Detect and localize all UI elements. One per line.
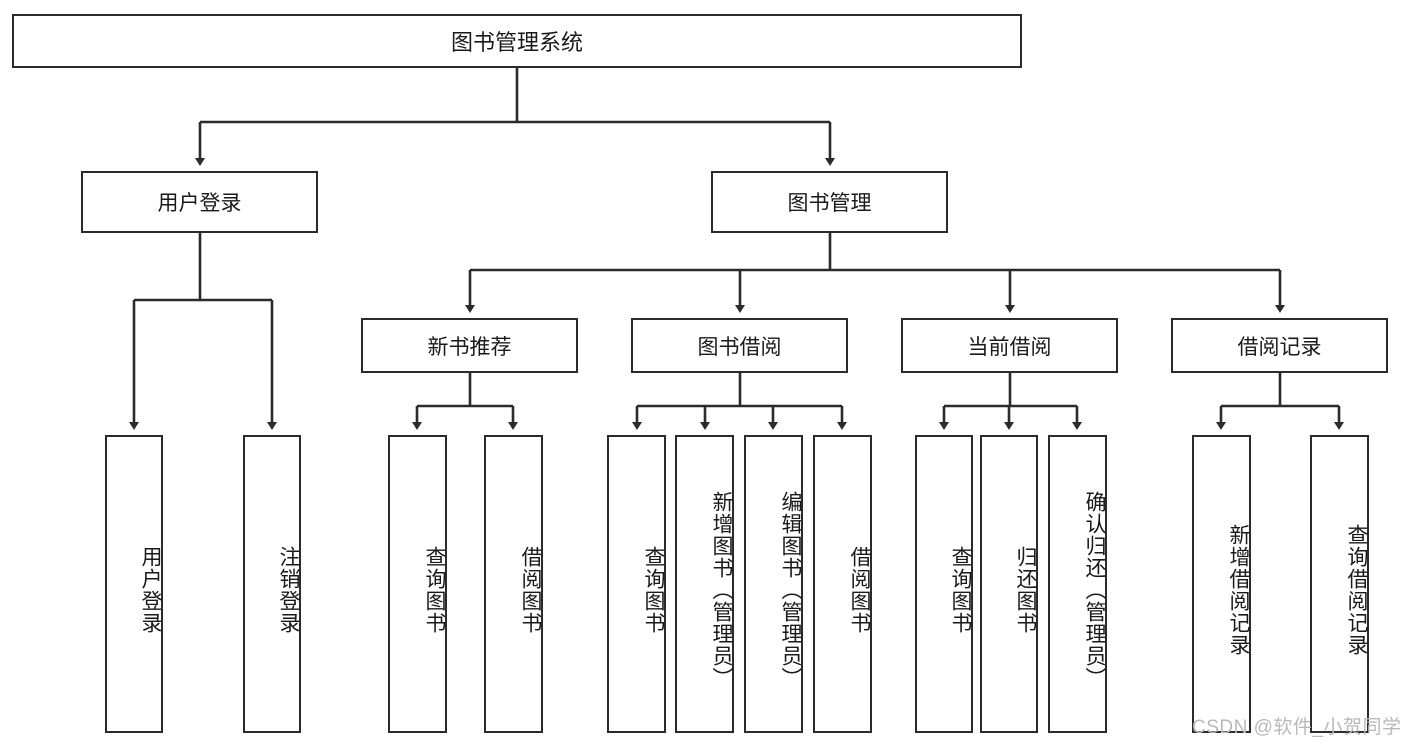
node-leaf-add-book[interactable]: 新增图书（管理员） xyxy=(675,435,734,733)
node-label: 新增图书（管理员） xyxy=(710,491,733,689)
node-leaf-logout-login[interactable]: 注销登录 xyxy=(243,435,301,733)
node-leaf-add-borrow-record[interactable]: 新增借阅记录 xyxy=(1192,435,1251,733)
node-label: 图书管理 xyxy=(787,192,872,215)
node-borrow-record[interactable]: 借阅记录 xyxy=(1171,318,1388,373)
node-book-borrow[interactable]: 图书借阅 xyxy=(631,318,848,373)
node-label: 用户登录 xyxy=(157,192,242,215)
node-leaf-return-book[interactable]: 归还图书 xyxy=(980,435,1038,733)
node-leaf-confirm-return[interactable]: 确认归还（管理员） xyxy=(1048,435,1107,733)
node-label: 当前借阅 xyxy=(967,335,1052,359)
node-label: 新书推荐 xyxy=(427,335,512,359)
node-new-book-recommend[interactable]: 新书推荐 xyxy=(361,318,578,373)
node-label: 图书管理系统 xyxy=(450,30,583,55)
node-label: 查询图书 xyxy=(423,546,446,634)
node-label: 用户登录 xyxy=(139,546,162,634)
node-label: 借阅图书 xyxy=(519,546,542,634)
watermark: CSDN @软件_小贺同学 xyxy=(1192,717,1402,738)
node-book-manage[interactable]: 图书管理 xyxy=(711,171,948,233)
node-label: 借阅图书 xyxy=(848,546,871,634)
node-leaf-query-book-1[interactable]: 查询图书 xyxy=(388,435,447,733)
node-leaf-borrow-book-1[interactable]: 借阅图书 xyxy=(484,435,543,733)
node-label: 新增借阅记录 xyxy=(1227,524,1250,656)
node-label: 归还图书 xyxy=(1014,546,1037,634)
node-label: 查询借阅记录 xyxy=(1345,524,1368,656)
node-leaf-query-book-3[interactable]: 查询图书 xyxy=(915,435,973,733)
node-label: 编辑图书（管理员） xyxy=(779,491,802,689)
node-leaf-borrow-book-2[interactable]: 借阅图书 xyxy=(813,435,872,733)
node-root-system[interactable]: 图书管理系统 xyxy=(12,14,1022,68)
node-label: 确认归还（管理员） xyxy=(1083,491,1106,689)
node-label: 查询图书 xyxy=(949,546,972,634)
node-leaf-query-borrow-record[interactable]: 查询借阅记录 xyxy=(1310,435,1369,733)
node-label: 查询图书 xyxy=(642,546,665,634)
node-label: 注销登录 xyxy=(277,546,300,634)
node-current-borrow[interactable]: 当前借阅 xyxy=(901,318,1118,373)
node-label: 借阅记录 xyxy=(1237,335,1322,359)
node-leaf-edit-book[interactable]: 编辑图书（管理员） xyxy=(744,435,803,733)
node-leaf-query-book-2[interactable]: 查询图书 xyxy=(607,435,666,733)
node-leaf-user-login[interactable]: 用户登录 xyxy=(105,435,163,733)
node-label: 图书借阅 xyxy=(697,335,782,359)
node-user-login[interactable]: 用户登录 xyxy=(81,171,318,233)
